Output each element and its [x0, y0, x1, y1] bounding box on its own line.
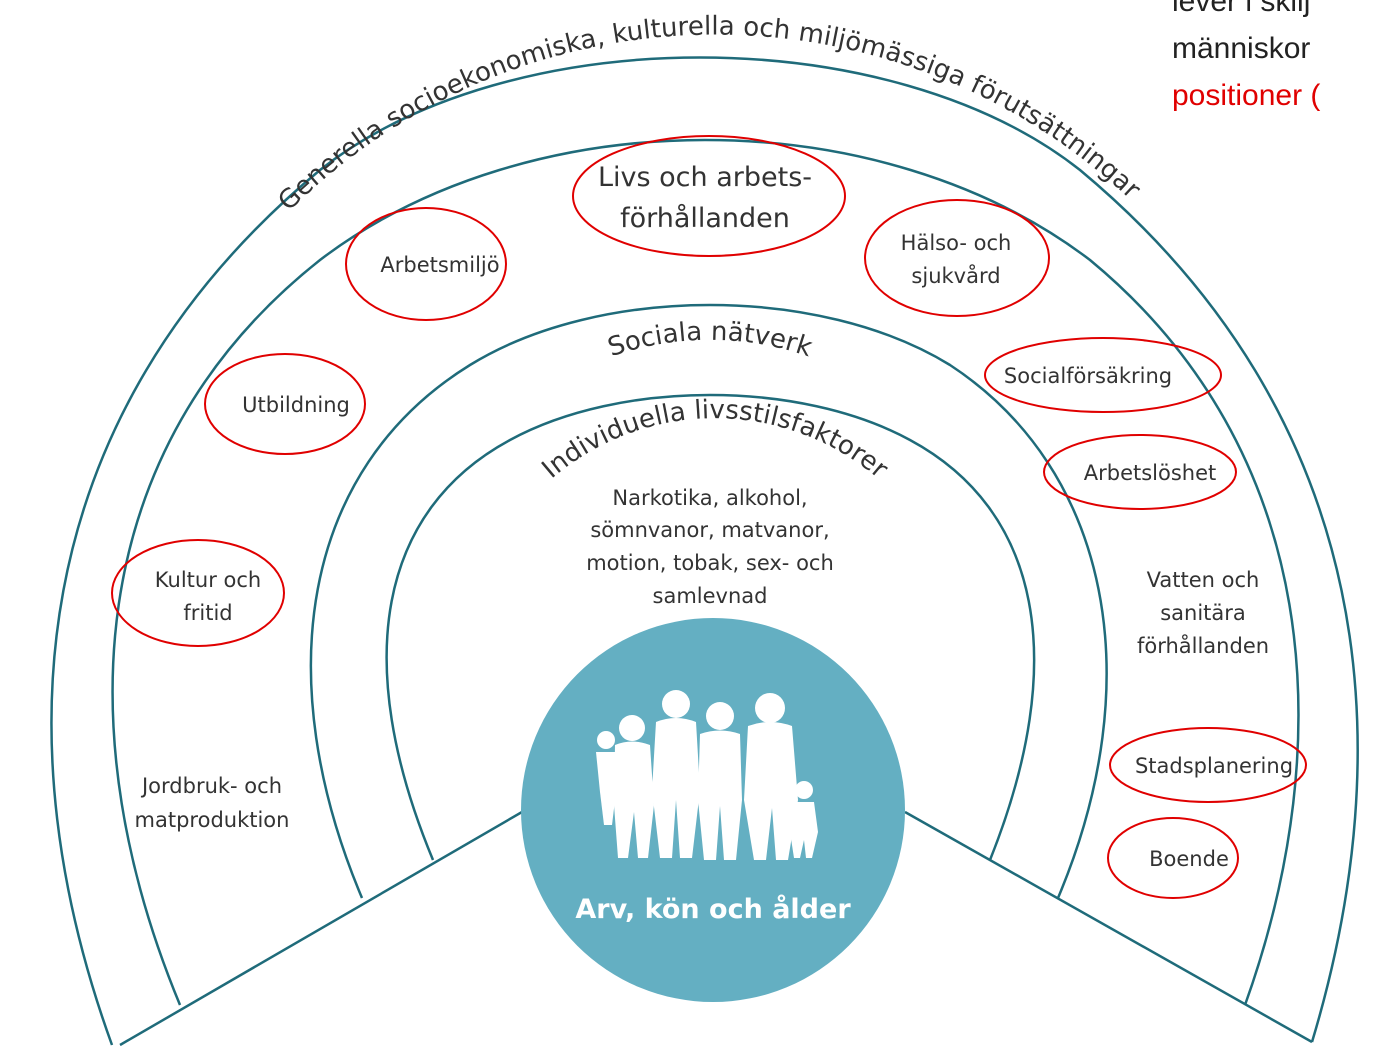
label-halso-line1: Hälso- och [901, 231, 1012, 255]
cropped-slide-text: lever i skilj människor positioner ( [1172, 0, 1320, 119]
label-kultur-line1: Kultur och [155, 568, 261, 592]
highlight-ellipse [111, 539, 285, 647]
highlight-ellipse [204, 353, 366, 455]
individual-factors-text: Narkotika, alkohol, sömnvanor, matvanor,… [586, 486, 834, 608]
individual-factors-line: motion, tobak, sex- och [586, 551, 834, 575]
label-livs-line1: Livs och arbets- [598, 162, 812, 193]
label-kultur-line2: fritid [183, 601, 232, 625]
label-stadsplanering: Stadsplanering [1135, 754, 1293, 778]
highlight-ellipse [1109, 727, 1307, 803]
label-vatten-line2: sanitära [1160, 601, 1246, 625]
label-vatten-line1: Vatten och [1147, 568, 1260, 592]
highlight-ellipse [345, 207, 507, 321]
label-socialforsakring: Socialförsäkring [1004, 364, 1172, 388]
individual-factors-line: samlevnad [653, 584, 768, 608]
label-halso-line2: sjukvård [911, 263, 1000, 288]
highlight-ellipse [1107, 817, 1239, 899]
right-wedge-line [904, 810, 1313, 1044]
highlight-ellipse [572, 135, 846, 257]
label-jordbruk-line2: matproduktion [135, 808, 290, 832]
label-vatten-line3: förhållanden [1137, 633, 1269, 658]
label-boende: Boende [1149, 847, 1229, 871]
social-ring-title: Sociala nätverk [604, 317, 816, 363]
cropped-text-line: människor [1172, 32, 1311, 65]
individual-factors-line: Narkotika, alkohol, [612, 486, 807, 510]
center-label: Arv, kön och ålder [575, 893, 851, 925]
individual-ring [385, 393, 1036, 861]
cropped-text-line-highlight: positioner ( [1172, 79, 1321, 112]
label-arbetsmiljo: Arbetsmiljö [380, 253, 499, 277]
label-jordbruk-line1: Jordbruk- och [140, 774, 282, 798]
left-wedge-line [119, 810, 523, 1047]
label-arbetsloshet: Arbetslöshet [1084, 461, 1217, 485]
individual-factors-line: sömnvanor, matvanor, [590, 518, 829, 542]
cropped-text-line: lever i skilj [1172, 0, 1311, 18]
highlight-ellipse [1043, 434, 1237, 510]
second-ring [111, 138, 1300, 1006]
label-utbildning: Utbildning [242, 393, 350, 417]
label-livs-line2: förhållanden [620, 203, 790, 234]
highlight-ellipse [984, 337, 1222, 413]
social-ring [309, 303, 1108, 899]
family-silhouette-icon [596, 690, 818, 860]
highlight-ellipse [864, 199, 1050, 317]
outer-ring [50, 56, 1359, 1046]
